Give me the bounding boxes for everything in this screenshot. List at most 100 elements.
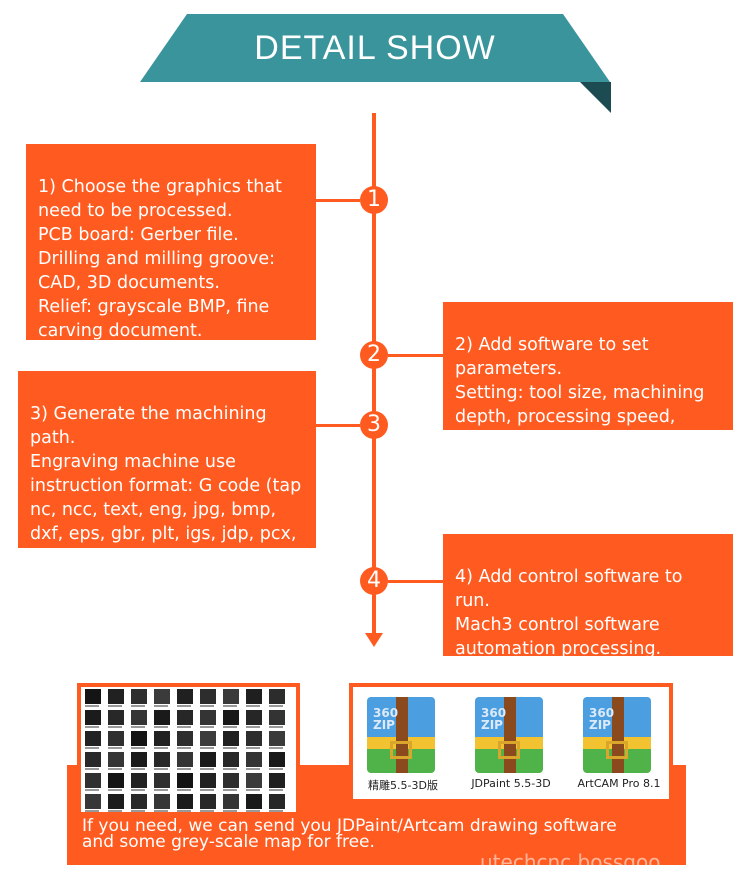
thumbnail-caption — [154, 789, 168, 791]
banner-fold — [580, 82, 611, 113]
grayscale-map-thumbnails — [81, 687, 296, 812]
grayscale-thumbnail — [85, 710, 101, 725]
thumbnail-caption — [108, 726, 122, 728]
zip-badge: 360 ZIP — [481, 706, 507, 732]
timeline-arrow-icon — [365, 633, 383, 647]
grayscale-thumbnail — [200, 689, 216, 704]
grayscale-thumbnail — [246, 710, 262, 725]
thumbnail-caption — [246, 810, 260, 812]
thumbnail-caption — [246, 705, 260, 707]
grayscale-thumbnail — [108, 794, 124, 809]
grayscale-thumbnail — [85, 773, 101, 788]
app-name: ArtCAM Pro 8.1 — [577, 777, 661, 790]
thumbnail-caption — [269, 747, 283, 749]
thumbnail-caption — [108, 768, 122, 770]
thumbnail-caption — [131, 747, 145, 749]
thumbnail-caption — [223, 726, 237, 728]
grayscale-thumbnail — [131, 689, 147, 704]
thumbnail-caption — [223, 768, 237, 770]
watermark: utechcnc.bossgoo — [480, 850, 661, 874]
thumbnail-caption — [131, 768, 145, 770]
thumbnail-caption — [200, 789, 214, 791]
thumbnail-caption — [131, 789, 145, 791]
thumbnail-caption — [85, 810, 99, 812]
zip-archive-icon: 360 ZIP — [583, 697, 651, 773]
grayscale-thumbnail — [108, 689, 124, 704]
page-title: DETAIL SHOW — [254, 28, 496, 67]
thumbnail-caption — [154, 810, 168, 812]
thumbnail-caption — [177, 747, 191, 749]
thumbnail-caption — [154, 747, 168, 749]
step-2-number: 2 — [360, 341, 388, 369]
step-4-connector — [388, 580, 443, 583]
thumbnail-caption — [131, 726, 145, 728]
step-4-text: 4) Add control software to run. Mach3 co… — [455, 567, 683, 656]
thumbnail-caption — [177, 726, 191, 728]
grayscale-thumbnail — [223, 794, 239, 809]
thumbnail-caption — [269, 810, 283, 812]
zip-badge: 360 ZIP — [589, 706, 615, 732]
grayscale-thumbnail — [108, 710, 124, 725]
grayscale-thumbnail — [223, 710, 239, 725]
thumbnail-caption — [85, 768, 99, 770]
process-timeline — [372, 113, 376, 638]
software-panel-inner: 360 ZIP 精雕5.5-3D版 360 ZIP JDPaint 5.5-3D… — [353, 687, 669, 799]
thumbnail-caption — [200, 810, 214, 812]
step-4-box: 4) Add control software to run. Mach3 co… — [443, 534, 733, 656]
step-1-box: 1) Choose the graphics that need to be p… — [26, 144, 316, 340]
app-name: 精雕5.5-3D版 — [368, 779, 438, 792]
grayscale-thumbnail — [177, 689, 193, 704]
thumbnail-caption — [177, 789, 191, 791]
zip-badge: 360 ZIP — [373, 706, 399, 732]
thumbnail-caption — [223, 789, 237, 791]
zip-archive-icon: 360 ZIP — [367, 697, 435, 773]
thumbnail-caption — [246, 726, 260, 728]
grayscale-thumbnail — [200, 773, 216, 788]
grayscale-thumbnail — [177, 773, 193, 788]
grayscale-thumbnail — [108, 731, 124, 746]
thumbnail-caption — [246, 789, 260, 791]
thumbnail-caption — [85, 747, 99, 749]
grayscale-thumbnail — [223, 773, 239, 788]
step-2-box: 2) Add software to set parameters. Setti… — [443, 302, 733, 430]
grayscale-thumbnail — [177, 752, 193, 767]
thumbnail-caption — [200, 705, 214, 707]
grayscale-thumbnail — [177, 794, 193, 809]
thumbnail-caption — [108, 705, 122, 707]
header-banner — [140, 14, 610, 82]
thumbnail-caption — [223, 747, 237, 749]
grayscale-thumbnail — [108, 773, 124, 788]
grayscale-thumbnail — [246, 731, 262, 746]
step-2-connector — [388, 354, 443, 357]
grayscale-thumbnail — [131, 794, 147, 809]
grayscale-thumbnail — [223, 752, 239, 767]
app-tile-artcam[interactable]: 360 ZIP ArtCAM Pro 8.1 — [569, 691, 669, 791]
thumbnail-caption — [154, 705, 168, 707]
thumbnail-caption — [154, 768, 168, 770]
thumbnail-caption — [131, 705, 145, 707]
thumbnail-caption — [269, 705, 283, 707]
step-1-text: 1) Choose the graphics that need to be p… — [38, 177, 282, 340]
grayscale-thumbnail — [131, 731, 147, 746]
grayscale-thumbnail — [246, 752, 262, 767]
thumbnail-caption — [108, 810, 122, 812]
grayscale-thumbnail — [177, 710, 193, 725]
grayscale-thumbnail — [85, 731, 101, 746]
app-tile-jingdiao[interactable]: 360 ZIP 精雕5.5-3D版 — [353, 691, 453, 792]
thumbnail-caption — [246, 747, 260, 749]
grayscale-thumbnail — [177, 731, 193, 746]
thumbnail-caption — [154, 726, 168, 728]
app-name: JDPaint 5.5-3D — [471, 777, 551, 790]
thumbnail-caption — [85, 726, 99, 728]
grayscale-thumbnail — [269, 773, 285, 788]
app-tile-jdpaint[interactable]: 360 ZIP JDPaint 5.5-3D — [461, 691, 561, 791]
step-3-number: 3 — [360, 411, 388, 439]
footer-text: If you need, we can send you JDPaint/Art… — [82, 816, 617, 852]
step-1-number: 1 — [360, 186, 388, 214]
step-4-number: 4 — [360, 567, 388, 595]
grayscale-thumbnail — [131, 752, 147, 767]
grayscale-thumbnail — [85, 689, 101, 704]
zip-archive-icon: 360 ZIP — [475, 697, 543, 773]
step-3-box: 3) Generate the machining path. Engravin… — [18, 371, 316, 548]
thumbnail-caption — [223, 810, 237, 812]
